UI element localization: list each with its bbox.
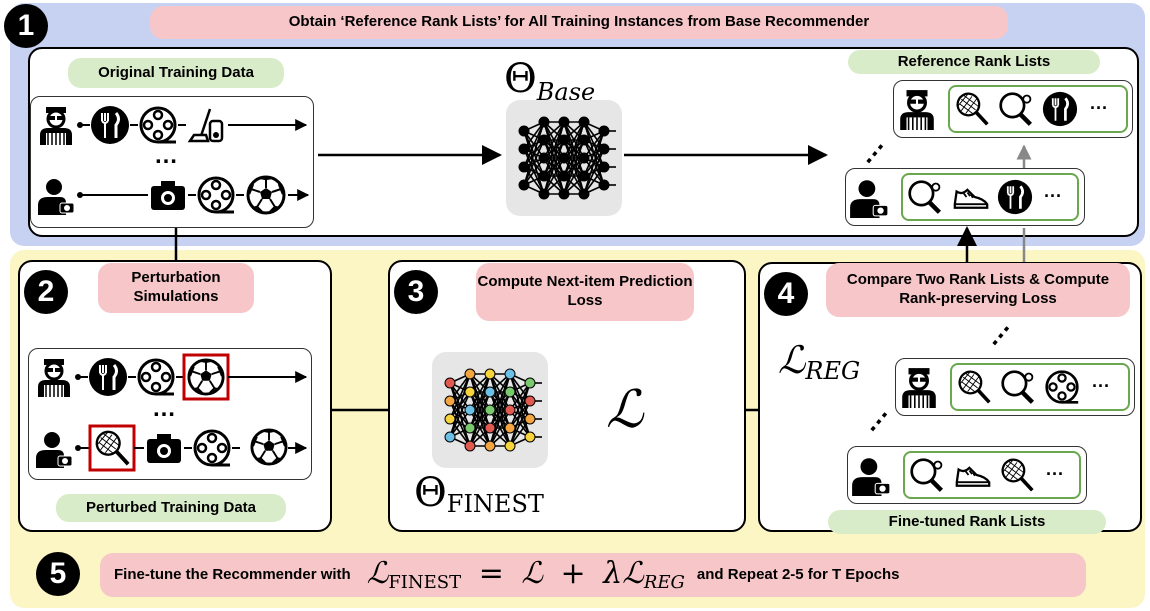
loss-symbol: ℒ — [606, 380, 644, 440]
ping-pong-icon — [1001, 94, 1031, 125]
reference-list-1-more: ··· — [1090, 98, 1108, 118]
user-icon — [849, 179, 889, 218]
perturbed-training-data-label: Perturbed Training Data — [56, 494, 286, 522]
original-training-data-label: Original Training Data — [68, 58, 284, 88]
user-icon — [35, 431, 73, 468]
user-icon — [900, 366, 938, 408]
step1-title: Obtain ‘Reference Rank Lists’ for All Tr… — [150, 6, 1008, 39]
ping-pong-icon — [1003, 372, 1033, 403]
tennis-racket-icon — [999, 457, 1035, 493]
original-sequence-row-2 — [37, 175, 310, 215]
step1-number-badge: 1 — [4, 4, 48, 48]
step4-title: Compare Two Rank Lists & Compute Rank-pr… — [826, 263, 1130, 317]
original-sequence-row-1 — [38, 105, 308, 145]
camera-icon — [147, 434, 181, 463]
perturbed-sequence-row-2 — [35, 424, 308, 472]
film-reel-icon — [1045, 370, 1080, 404]
step4-number-badge: 4 — [764, 272, 808, 316]
tennis-racket-icon — [954, 91, 990, 127]
reference-rank-lists-label: Reference Rank Lists — [848, 50, 1100, 74]
step5-text-before: Fine-tune the Recommender with — [114, 565, 351, 583]
step5-number-badge: 5 — [36, 552, 80, 596]
reference-user-1 — [898, 88, 936, 130]
finest-network-icon — [432, 352, 548, 468]
reference-user-2 — [849, 179, 889, 218]
step3-title: Compute Next-item Prediction Loss — [476, 263, 694, 321]
original-row-ellipsis: … — [154, 142, 178, 169]
fork-knife-icon — [88, 357, 128, 397]
user-icon — [898, 88, 936, 130]
step5-text-after: and Repeat 2-5 for T Epochs — [696, 565, 900, 583]
ping-pong-icon — [910, 182, 940, 213]
finest-loss-equation: ℒFINEST = ℒ + λℒREG — [366, 556, 685, 594]
ping-pong-icon — [912, 460, 942, 491]
soccer-ball-icon — [250, 428, 288, 466]
sneaker-icon — [953, 188, 989, 210]
soccer-ball-icon — [187, 358, 225, 396]
perturbed-row-ellipsis: … — [152, 395, 176, 422]
step5-title: Fine-tune the Recommender with ℒFINEST =… — [100, 553, 1086, 597]
user-icon — [851, 457, 891, 496]
fine-tuned-rank-lists-label: Fine-tuned Rank Lists — [828, 510, 1106, 534]
step3-number-badge: 3 — [394, 270, 438, 314]
sneaker-icon — [955, 466, 991, 488]
finetuned-list-1-more: ··· — [1092, 376, 1110, 396]
finetuned-user-2 — [851, 457, 891, 496]
theta-finest-label: ΘFINEST — [414, 470, 544, 518]
base-network-icon — [506, 100, 622, 216]
tennis-racket-icon — [956, 369, 992, 405]
step2-title: Perturbation Simulations — [98, 263, 254, 313]
film-reel-icon — [137, 358, 176, 396]
fork-knife-icon — [1042, 91, 1078, 127]
reg-loss-label: ℒREG — [778, 338, 861, 385]
step2-number-badge: 2 — [24, 270, 68, 314]
reference-list-2-more: ··· — [1044, 186, 1062, 206]
user-icon — [36, 357, 72, 397]
perturbed-sequence-row-1 — [36, 353, 308, 401]
finetuned-user-1 — [900, 366, 938, 408]
finetuned-list-2-more: ··· — [1046, 464, 1064, 484]
fork-knife-icon — [997, 179, 1033, 215]
film-reel-icon — [193, 429, 232, 467]
